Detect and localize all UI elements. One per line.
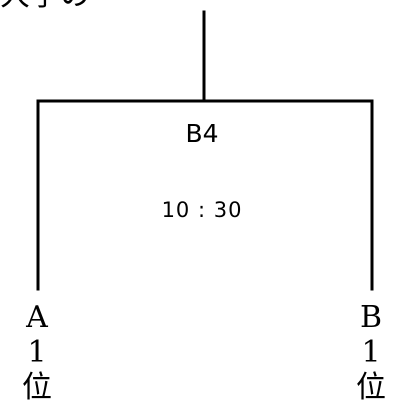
team-left-group: A	[26, 300, 48, 335]
team-left-rank-suffix: 位	[22, 370, 52, 405]
team-right-rank-suffix: 位	[356, 370, 386, 405]
team-right: B 1 位	[343, 300, 393, 405]
team-right-group: B	[359, 300, 383, 335]
match-id: B4	[185, 119, 219, 148]
team-left: A 1 位	[9, 300, 65, 405]
top-cut-text: 大学の	[0, 0, 90, 14]
team-left-rank-number: 1	[27, 335, 47, 370]
team-right-rank-number: 1	[361, 335, 381, 370]
match-time: 10 : 30	[161, 198, 243, 222]
